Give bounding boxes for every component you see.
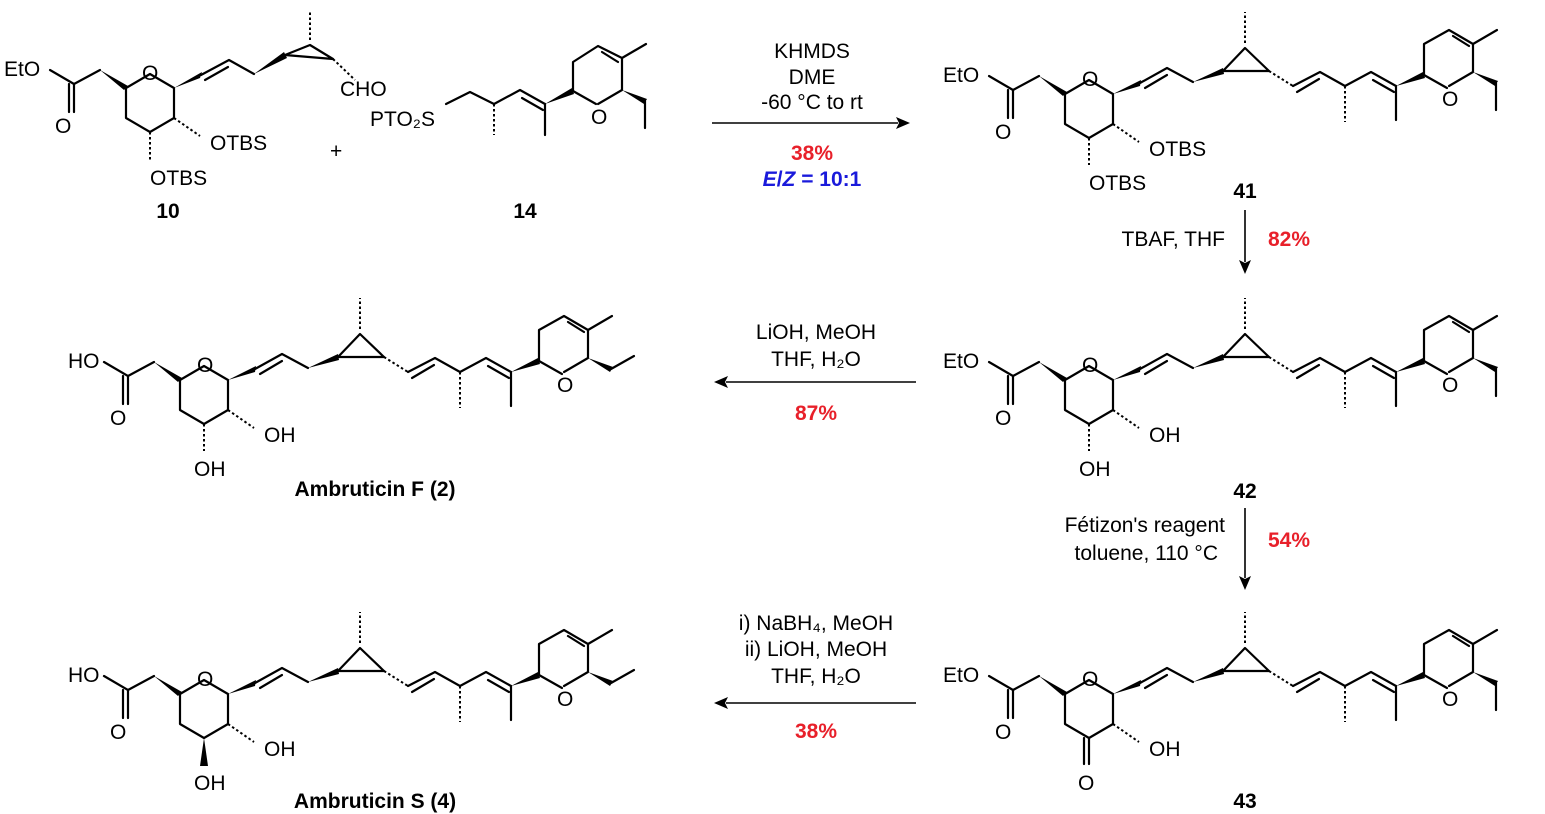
atom-label: HO bbox=[68, 664, 100, 687]
step5-solvent: THF, H₂O bbox=[771, 665, 861, 688]
compound-label-10: 10 bbox=[156, 200, 179, 223]
step2-conditions: TBAF, THF bbox=[1122, 228, 1225, 251]
atom-label: EtO bbox=[4, 58, 40, 81]
atom-label: OH bbox=[264, 738, 296, 761]
ring-oxygen: O bbox=[197, 668, 213, 691]
reaction-arrow-step1 bbox=[712, 117, 910, 129]
step1-yield: 38% bbox=[791, 142, 833, 165]
compound-41-structure: EtO O O O OTBS OTBS bbox=[943, 12, 1499, 195]
step4-reagent: Fétizon's reagent bbox=[1065, 514, 1226, 537]
atom-label: OH bbox=[1149, 424, 1181, 447]
atom-label: OTBS bbox=[210, 132, 267, 155]
step5-yield: 38% bbox=[795, 720, 837, 743]
step1-solvent: DME bbox=[789, 66, 836, 89]
compound-label-43: 43 bbox=[1233, 790, 1256, 813]
reaction-arrow-step3 bbox=[714, 376, 916, 388]
compound-label-ambruticin-s: Ambruticin S (4) bbox=[294, 790, 456, 813]
atom-label: OTBS bbox=[150, 167, 207, 190]
atom-label: O bbox=[110, 721, 126, 744]
step3-yield: 87% bbox=[795, 402, 837, 425]
atom-label: O bbox=[1078, 772, 1094, 795]
atom-label: EtO bbox=[943, 350, 979, 373]
step1-ez-ratio: E/Z = 10:1 bbox=[763, 168, 862, 191]
atom-label: OTBS bbox=[1149, 138, 1206, 161]
step5-reagent-2: ii) LiOH, MeOH bbox=[745, 638, 887, 661]
ring-oxygen: O bbox=[591, 106, 607, 129]
atom-label: EtO bbox=[943, 664, 979, 687]
atom-label: OH bbox=[1079, 458, 1111, 481]
atom-label: PTO₂S bbox=[370, 108, 435, 131]
reaction-arrow-step2 bbox=[1239, 210, 1251, 274]
atom-label: HO bbox=[68, 350, 100, 373]
atom-label: EtO bbox=[943, 64, 979, 87]
ring-oxygen: O bbox=[1442, 88, 1458, 111]
compound-label-ambruticin-f: Ambruticin F (2) bbox=[295, 478, 456, 501]
compound-label-14: 14 bbox=[513, 200, 537, 223]
atom-label: O bbox=[995, 121, 1011, 144]
compound-label-42: 42 bbox=[1233, 480, 1256, 503]
compound-10-structure: EtO O O CHO OTBS OTBS bbox=[4, 12, 387, 190]
atom-label: OTBS bbox=[1089, 172, 1146, 195]
atom-label: O bbox=[55, 115, 71, 138]
compound-42-structure: EtO O O O OH OH bbox=[943, 298, 1499, 481]
atom-label: O bbox=[995, 721, 1011, 744]
ring-oxygen: O bbox=[1082, 68, 1098, 91]
ring-oxygen: O bbox=[1082, 354, 1098, 377]
step2-yield: 82% bbox=[1268, 228, 1310, 251]
step1-reagent: KHMDS bbox=[774, 40, 850, 63]
atom-label: OH bbox=[264, 424, 296, 447]
reaction-arrow-step5 bbox=[714, 697, 916, 709]
ring-oxygen: O bbox=[197, 354, 213, 377]
compound-14-structure: PTO₂S O bbox=[370, 42, 648, 137]
ring-oxygen: O bbox=[1082, 668, 1098, 691]
step3-solvent: THF, H₂O bbox=[771, 348, 861, 371]
step4-solvent-temperature: toluene, 110 °C bbox=[1075, 542, 1218, 565]
ring-oxygen: O bbox=[557, 374, 573, 397]
plus-sign: + bbox=[330, 140, 342, 163]
atom-label: O bbox=[995, 407, 1011, 430]
step3-reagent: LiOH, MeOH bbox=[756, 321, 876, 344]
ambruticin-s-structure: HO O O O OH OH bbox=[68, 612, 636, 795]
atom-label: OH bbox=[194, 458, 226, 481]
compound-label-41: 41 bbox=[1233, 180, 1257, 203]
atom-label: OH bbox=[194, 772, 226, 795]
atom-label: CHO bbox=[340, 78, 387, 101]
compound-43-structure: EtO O O O OH O bbox=[943, 612, 1499, 795]
step4-yield: 54% bbox=[1268, 529, 1310, 552]
ring-oxygen: O bbox=[1442, 374, 1458, 397]
step5-reagent-1: i) NaBH₄, MeOH bbox=[739, 612, 893, 635]
atom-label: OH bbox=[1149, 738, 1181, 761]
ring-oxygen: O bbox=[557, 688, 573, 711]
reaction-arrow-step4 bbox=[1239, 508, 1251, 590]
ring-oxygen: O bbox=[1442, 688, 1458, 711]
ring-oxygen: O bbox=[142, 62, 158, 85]
step1-temperature: -60 °C to rt bbox=[761, 91, 863, 114]
atom-label: O bbox=[110, 407, 126, 430]
ambruticin-f-structure: HO O O O OH OH bbox=[68, 298, 636, 481]
